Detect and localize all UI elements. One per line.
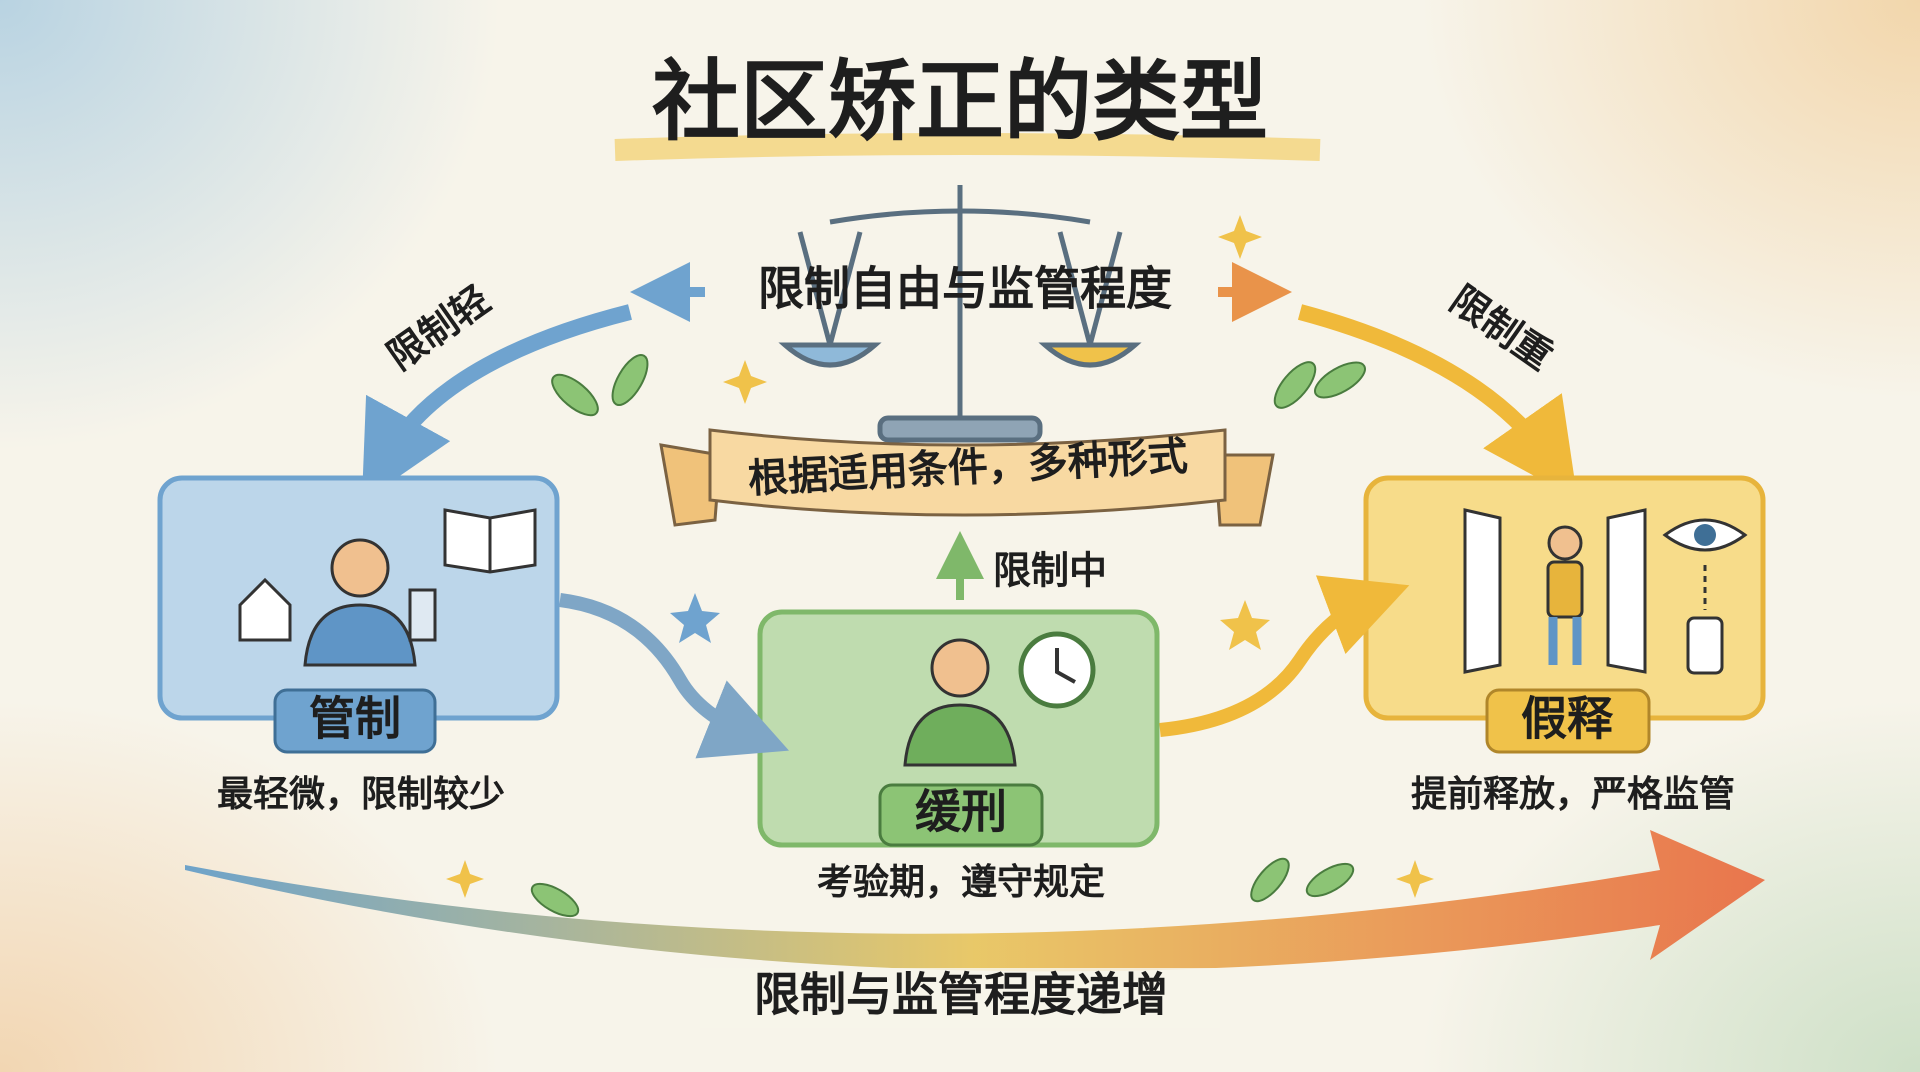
type-card-suspended-sentence xyxy=(757,609,1160,848)
type-card-probation-control xyxy=(157,475,560,754)
type-desc-parole: 提前释放，严格监管 xyxy=(1411,774,1735,815)
label-medium: 限制中 xyxy=(993,549,1107,593)
bottom-label: 限制与监管程度递增 xyxy=(754,968,1168,1022)
arrow-suspended-to-parole xyxy=(1159,575,1410,737)
balance-scale-icon xyxy=(778,185,1142,443)
ribbon-banner xyxy=(659,428,1275,527)
bottom-label-bg xyxy=(700,968,1220,1028)
phone-icon xyxy=(1686,616,1724,675)
house-icon xyxy=(238,577,292,642)
scale-label: 限制自由与监管程度 xyxy=(758,262,1172,316)
type-name-control: 管制 xyxy=(309,692,401,746)
building-icon xyxy=(408,588,437,642)
person-icon xyxy=(903,638,1017,767)
type-name-suspended: 缓刑 xyxy=(915,785,1007,839)
type-card-parole xyxy=(1363,475,1766,754)
type-name-parole: 假释 xyxy=(1521,692,1614,746)
type-desc-suspended: 考验期，遵守规定 xyxy=(817,862,1105,903)
arrow-heavy xyxy=(1297,304,1578,500)
title-underline xyxy=(614,133,1321,161)
open-gate-icon xyxy=(1463,508,1647,674)
clock-icon xyxy=(1018,631,1096,709)
bottom-increasing-arrow xyxy=(185,830,1765,972)
arrow-light xyxy=(361,304,632,503)
person-icon xyxy=(303,538,417,667)
page-title: 社区矫正的类型 xyxy=(652,50,1268,153)
eye-icon xyxy=(1662,518,1748,552)
book-icon xyxy=(443,508,537,574)
decorative-sparkles xyxy=(446,215,1434,898)
type-desc-control: 最轻微，限制较少 xyxy=(217,774,505,815)
leaf-icons xyxy=(530,354,1366,918)
person-icon xyxy=(1546,525,1584,665)
arrow-control-to-suspended xyxy=(559,593,789,759)
